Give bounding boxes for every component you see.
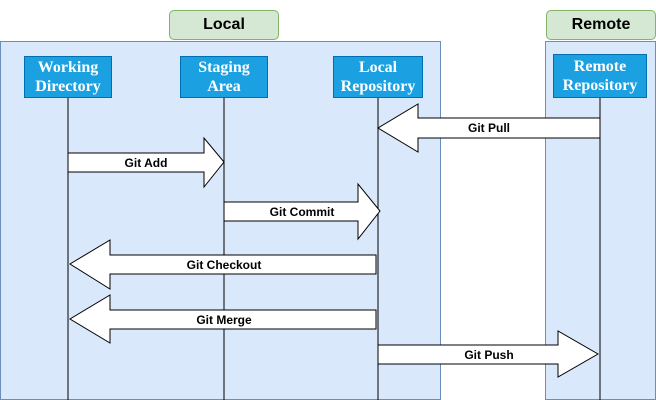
git-merge-arrow bbox=[69, 294, 377, 344]
git-checkout-label: Git Checkout bbox=[186, 258, 262, 272]
git-add-arrow bbox=[67, 136, 225, 189]
git-commit-arrow bbox=[223, 182, 381, 241]
git-commit-label: Git Commit bbox=[269, 205, 335, 219]
git-push-label: Git Push bbox=[464, 348, 514, 362]
remote-zone-label: Remote bbox=[546, 10, 656, 40]
local-repository-header: Local Repository bbox=[333, 56, 423, 98]
git-checkout-arrow bbox=[69, 239, 377, 290]
git-pull-label: Git Pull bbox=[468, 121, 510, 135]
git-merge-label: Git Merge bbox=[196, 313, 252, 327]
git-pull-arrow bbox=[377, 103, 601, 153]
remote-repository-header: Remote Repository bbox=[553, 54, 647, 98]
local-zone-label: Local bbox=[169, 10, 279, 40]
working-directory-header: Working Directory bbox=[24, 56, 112, 98]
git-push-arrow bbox=[377, 330, 600, 378]
git-add-label: Git Add bbox=[124, 156, 168, 170]
staging-area-header: Staging Area bbox=[180, 56, 268, 98]
